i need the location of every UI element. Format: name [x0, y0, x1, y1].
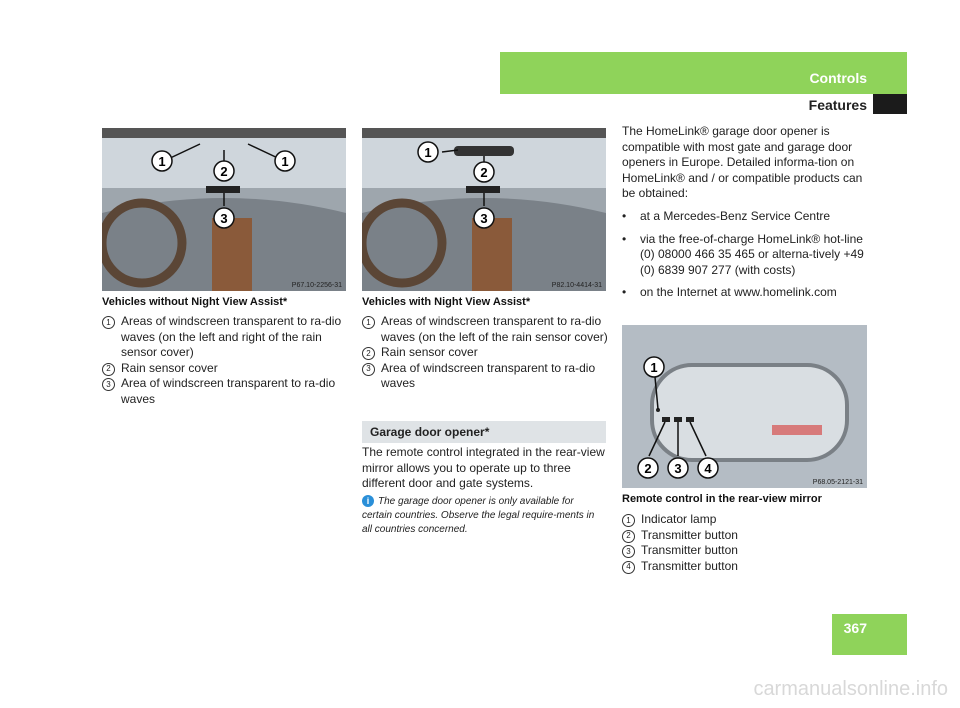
callout-3: 3 — [213, 207, 235, 229]
callout-1: 1 — [643, 356, 665, 378]
svg-text:2: 2 — [644, 461, 651, 476]
svg-text:1: 1 — [424, 145, 431, 160]
svg-text:2: 2 — [220, 164, 227, 179]
callout-2: 2 — [637, 457, 659, 479]
callout-3: 3 — [473, 207, 495, 229]
figure-id: P68.05-2121-31 — [812, 479, 863, 486]
svg-text:3: 3 — [674, 461, 681, 476]
svg-text:1: 1 — [650, 360, 657, 375]
section-title: Controls — [809, 70, 867, 86]
svg-text:3: 3 — [480, 211, 487, 226]
homelink-intro: The HomeLink® garage door opener is comp… — [622, 124, 863, 200]
info-icon: i — [362, 495, 374, 507]
svg-text:3: 3 — [220, 211, 227, 226]
bullet-item: •via the free-of-charge HomeLink® hot-li… — [622, 231, 864, 277]
svg-text:1: 1 — [158, 154, 165, 169]
callout-2: 2 — [473, 161, 495, 183]
callout-3: 3 — [667, 457, 689, 479]
callout-2: 2 — [213, 160, 235, 182]
figure-dashboard-without-night-view: 1 2 1 3 P67.10-2256-31 — [102, 128, 346, 291]
figure1-caption: Vehicles without Night View Assist* — [102, 296, 288, 308]
note-text: The garage door opener is only available… — [362, 496, 595, 535]
figure3-caption: Remote control in the rear-view mirror — [622, 493, 822, 505]
bullet-item: •at a Mercedes-Benz Service Centre — [622, 209, 831, 223]
subsection-title: Features — [808, 97, 867, 113]
garage-section-heading: Garage door opener* — [362, 421, 606, 443]
mirror-illustration: 1 2 3 4 — [622, 325, 867, 488]
dashboard-illustration: 1 2 1 3 — [102, 128, 346, 291]
callout-4: 4 — [697, 457, 719, 479]
page-number: 367 — [843, 620, 867, 636]
garage-body: The remote control integrated in the rea… — [362, 445, 605, 490]
header-band — [500, 52, 907, 94]
page-number-band — [832, 614, 907, 655]
watermark: carmanualsonline.info — [753, 678, 948, 700]
callout-1: 1 — [417, 141, 439, 163]
figure2-caption: Vehicles with Night View Assist* — [362, 296, 531, 308]
dashboard-illustration: 1 2 3 — [362, 128, 606, 291]
figure-id: P67.10-2256-31 — [291, 282, 342, 289]
svg-text:4: 4 — [704, 461, 712, 476]
header-tab-marker — [873, 94, 907, 114]
figure-rear-view-mirror: 1 2 3 4 P68.05-2121-31 — [622, 325, 867, 488]
svg-text:1: 1 — [281, 154, 288, 169]
homelink-bullets: •at a Mercedes-Benz Service Centre •via … — [622, 209, 868, 308]
callout-1-right: 1 — [274, 150, 296, 172]
callout-1-left: 1 — [151, 150, 173, 172]
figure-dashboard-with-night-view: 1 2 3 P82.10-4414-31 — [362, 128, 606, 291]
bullet-item: •on the Internet at www.homelink.com — [622, 285, 837, 299]
svg-text:2: 2 — [480, 165, 487, 180]
figure-id: P82.10-4414-31 — [551, 282, 602, 289]
